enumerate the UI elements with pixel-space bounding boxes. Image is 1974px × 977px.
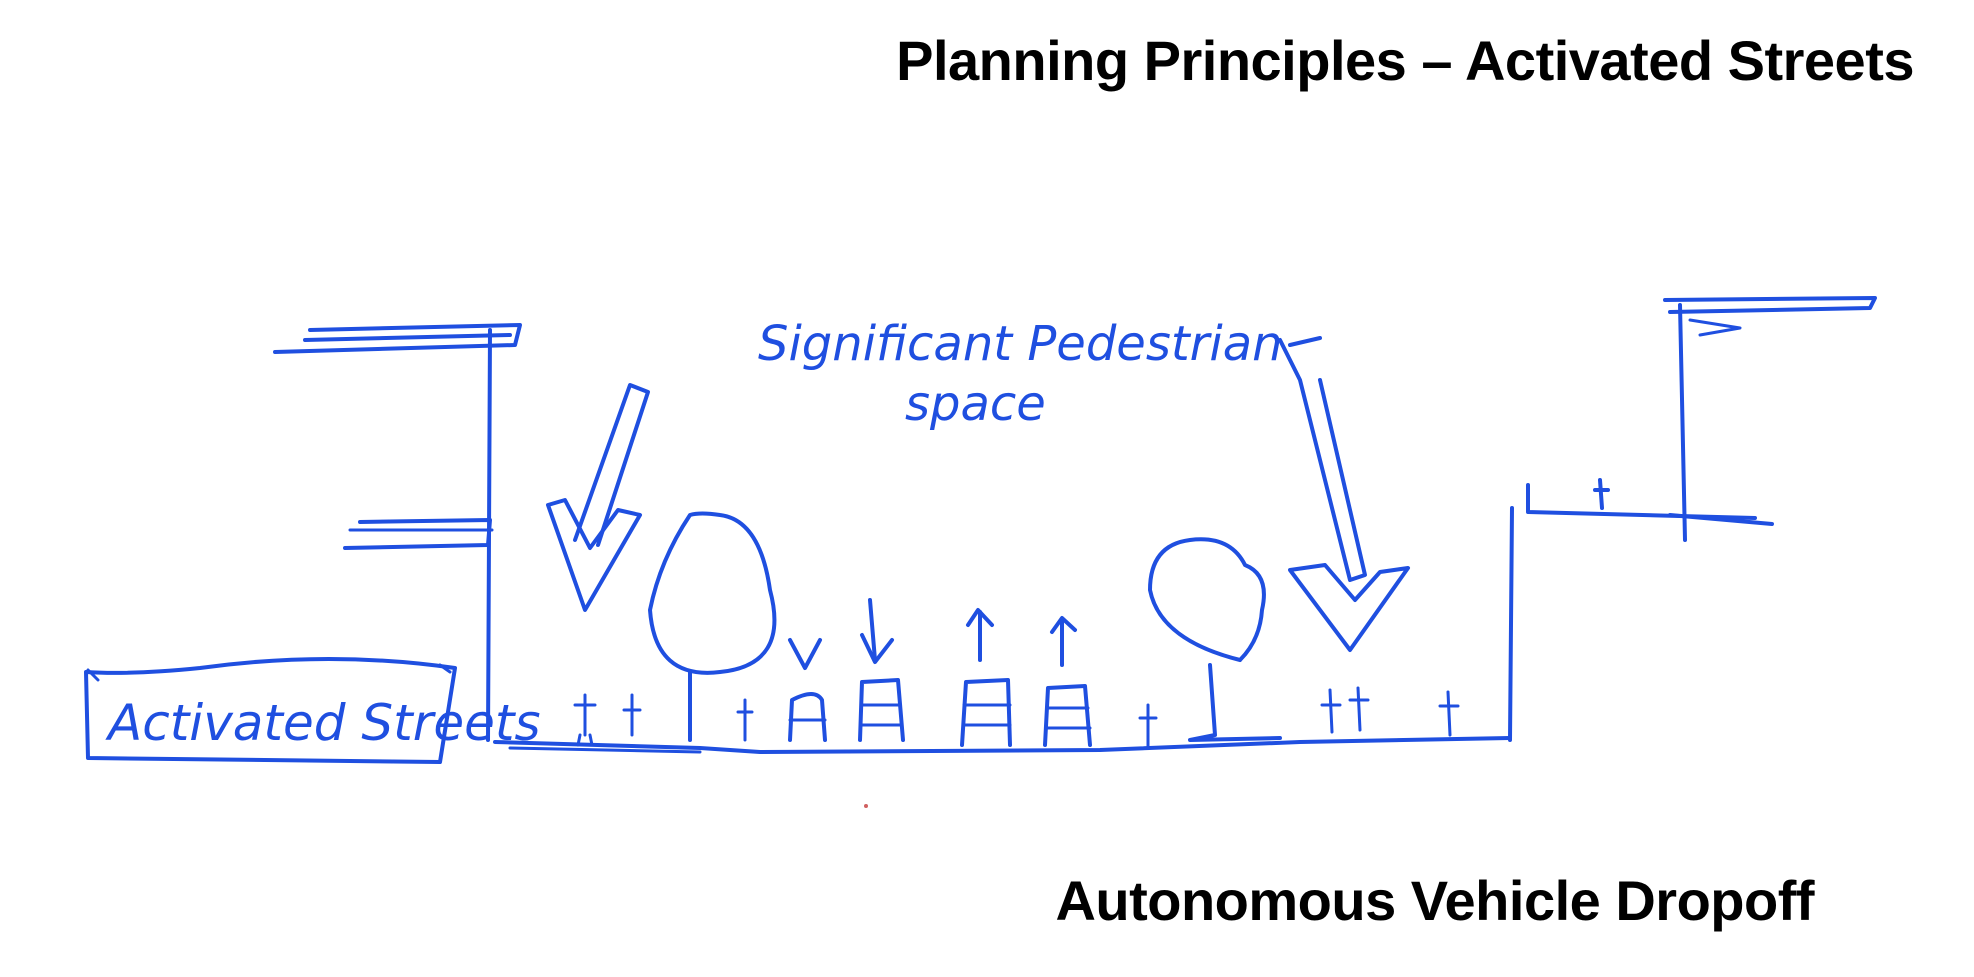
right-building — [1508, 296, 1877, 742]
pedestrians-left — [573, 693, 754, 747]
faint-mark — [864, 804, 868, 808]
right-tree — [1148, 537, 1282, 742]
activated-streets-box: Activated Streets — [84, 657, 541, 764]
activated-streets-label: Activated Streets — [105, 694, 541, 752]
slide-subtitle: Autonomous Vehicle Dropoff — [1055, 869, 1814, 932]
ground-line — [493, 736, 1512, 754]
slide-title: Planning Principles – Activated Streets — [896, 29, 1914, 92]
pedestrian-space-label-line1: Significant Pedestrian — [758, 316, 1283, 372]
left-tree — [648, 511, 777, 742]
pedestrians-right — [1320, 686, 1460, 737]
right-down-arrow — [1278, 336, 1410, 652]
autonomous-vehicles — [788, 598, 1092, 747]
left-down-arrow — [546, 383, 650, 612]
pedestrian-space-label-line2: space — [905, 376, 1046, 432]
left-building — [273, 323, 522, 742]
pedestrian-center — [1138, 703, 1158, 750]
